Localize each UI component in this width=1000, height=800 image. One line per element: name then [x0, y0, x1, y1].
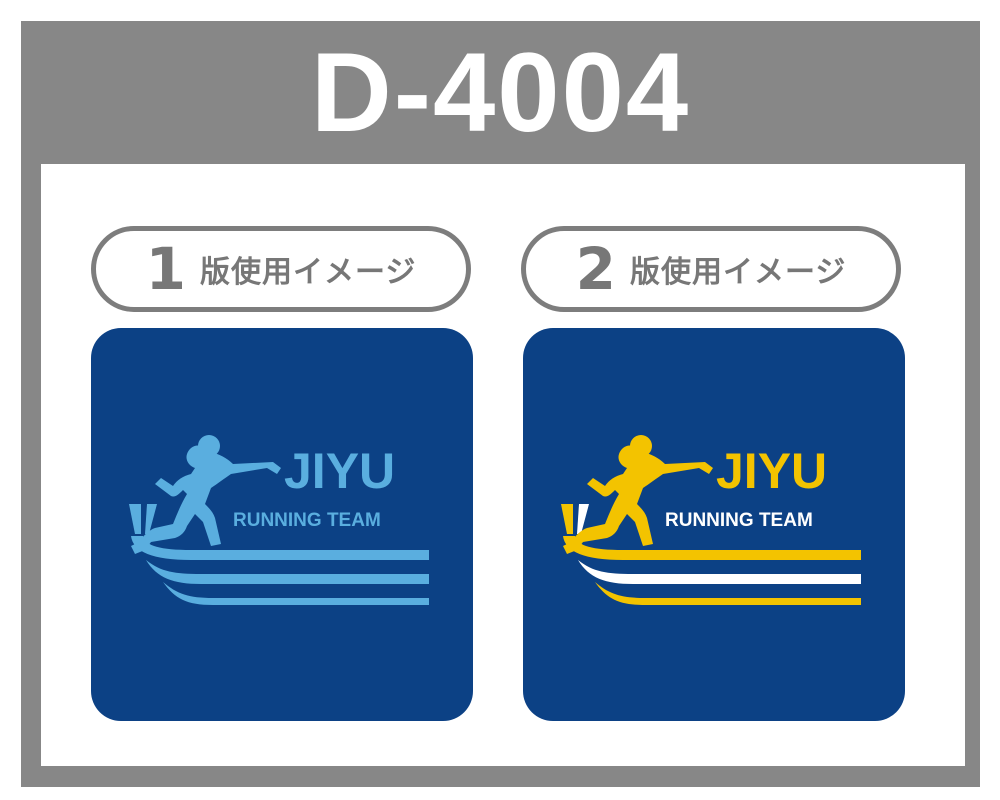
logo-word: JIYU	[284, 443, 395, 499]
logo-word: JIYU	[716, 443, 827, 499]
track-lane-1	[563, 536, 861, 560]
option-1-label-pill: 1 版使用イメージ	[91, 226, 471, 312]
option-2-label-pill: 2 版使用イメージ	[521, 226, 901, 312]
running-team-logo-2: JIYU RUNNING TEAM	[561, 435, 861, 605]
track-lane-1	[131, 536, 429, 560]
track-lane-3	[595, 582, 861, 605]
content-panel: 1 版使用イメージ JIYU RUNNING TEAM	[41, 164, 965, 766]
runner-head	[198, 435, 220, 457]
runner-head	[630, 435, 652, 457]
option-2-label: 版使用イメージ	[629, 255, 847, 290]
runner-silhouette-icon	[131, 445, 281, 554]
running-team-logo-1: JIYU RUNNING TEAM	[129, 435, 429, 605]
option-1-number: 1	[145, 235, 186, 303]
start-block-2	[145, 504, 157, 534]
runner-silhouette-icon	[563, 445, 713, 554]
start-block-2	[577, 504, 589, 534]
page-title: D-4004	[310, 30, 691, 155]
track-lane-3	[163, 582, 429, 605]
track-lane-2	[146, 560, 429, 584]
start-block	[561, 504, 573, 534]
logo-tagline: RUNNING TEAM	[665, 510, 813, 531]
start-block	[129, 504, 141, 534]
logo-tagline: RUNNING TEAM	[233, 510, 381, 531]
option-2-logo-preview: JIYU RUNNING TEAM	[523, 328, 905, 721]
option-1-label: 版使用イメージ	[199, 255, 417, 290]
track-lane-2	[578, 560, 861, 584]
option-2-number: 2	[575, 235, 616, 303]
option-1-logo-preview: JIYU RUNNING TEAM	[91, 328, 473, 721]
outer-frame: D-4004 1 版使用イメージ JI	[21, 21, 980, 787]
